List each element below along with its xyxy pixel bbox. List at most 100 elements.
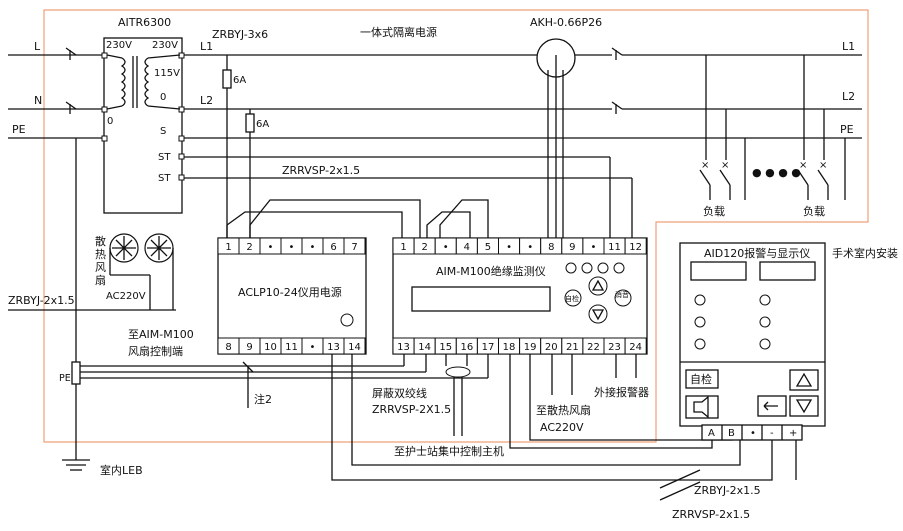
cooling-fans [8, 233, 176, 311]
mon-top-label-2: • [443, 242, 449, 253]
svg-text:×: × [701, 160, 709, 171]
mon-bottom-label-11: 24 [629, 342, 642, 353]
psu-bottom-label-6: 14 [348, 342, 361, 353]
mon-top-label-5: • [506, 242, 512, 253]
tx-0-left: 0 [107, 116, 113, 127]
panel-border [43, 9, 869, 443]
bus-l2: L2 [842, 90, 855, 103]
cable-st: ZRRVSP-2x1.5 [282, 164, 360, 177]
out-l2: L2 [200, 94, 213, 107]
display-self-test[interactable]: 自检 [690, 372, 712, 386]
top-wiring [226, 199, 489, 238]
mon-bottom-label-1: 14 [418, 342, 431, 353]
mon-bottom-label-9: 22 [587, 342, 600, 353]
disp-b: B [728, 428, 735, 439]
monitor-name: AIM-M100绝缘监测仪 [436, 264, 546, 278]
cable-bottom2: ZRRVSP-2x1.5 [672, 508, 750, 521]
fuse1: 6A [233, 75, 246, 86]
disp-minus: - [770, 428, 774, 439]
secondary-bus [184, 47, 862, 238]
mon-top-label-4: 5 [485, 242, 491, 253]
psu-bottom-label-3: 11 [285, 342, 298, 353]
load-label-1: 负载 [703, 204, 725, 218]
load-dots: ● ● ● ● [752, 166, 801, 179]
out-l1: L1 [200, 40, 213, 53]
to-fan-ac: AC220V [540, 421, 584, 434]
mon-top-label-10: 11 [608, 242, 621, 253]
fan-char-2: 热 [95, 248, 106, 261]
mon-top-cell-11 [624, 237, 647, 255]
psu-top-label-1: 2 [246, 242, 252, 253]
current-transformer [536, 38, 576, 238]
shield-cable: 屏蔽双绞线 [372, 386, 427, 400]
display-title: AID120报警与显示仪 [704, 246, 810, 260]
mon-top-label-3: 4 [464, 242, 470, 253]
psu-top-label-6: 7 [351, 242, 357, 253]
mon-top-label-1: 2 [421, 242, 427, 253]
disp-a: A [708, 428, 715, 439]
mon-bottom-label-6: 19 [524, 342, 537, 353]
mon-top-label-6: • [527, 242, 533, 253]
svg-text:×: × [721, 160, 729, 171]
cable-bottom1: ZRBYJ-2x1.5 [694, 484, 761, 497]
fan-char-4: 扇 [95, 273, 106, 287]
load-label-2: 负载 [803, 204, 825, 218]
ct-model: AKH-0.66P26 [530, 16, 602, 29]
mon-bottom-label-0: 13 [397, 342, 410, 353]
to-nurse: 至护士站集中控制主机 [394, 444, 504, 458]
mon-bottom-label-8: 21 [566, 342, 579, 353]
mon-bottom-label-5: 18 [503, 342, 516, 353]
disp-plus: + [789, 428, 797, 439]
tx-0-mid: 0 [160, 92, 166, 103]
disp-dot: • [750, 428, 756, 439]
self-test-button[interactable]: 自检 [565, 294, 579, 303]
bus-pe: PE [840, 123, 854, 136]
pe-small: PE [59, 373, 71, 384]
label-pe: PE [12, 123, 26, 136]
supply-lines [8, 47, 104, 471]
fan-ctrl: 至AIM-M100 [128, 328, 194, 341]
mon-top-label-0: 1 [400, 242, 406, 253]
display-unit [679, 242, 826, 441]
mon-bottom-label-3: 16 [460, 342, 473, 353]
tx-115v: 115V [154, 68, 180, 79]
tx-s: S [160, 126, 166, 137]
fuses [222, 55, 255, 238]
svg-text:×: × [819, 160, 827, 171]
bus-l1: L1 [842, 40, 855, 53]
svg-text:×: × [799, 160, 807, 171]
psu-top-label-5: 6 [330, 242, 336, 253]
mute-button[interactable]: 消音 [615, 290, 629, 299]
tx-st1: ST [158, 152, 171, 163]
psu-bottom-cell-6 [343, 337, 366, 355]
fan-ac: AC220V [106, 291, 146, 302]
psu-top-label-2: • [268, 242, 274, 253]
psu-bottom-label-0: 8 [225, 342, 231, 353]
pe-terminal-block [71, 361, 81, 385]
tx-230v-left: 230V [106, 40, 132, 51]
psu-bottom-label-1: 9 [246, 342, 252, 353]
psu-bottom-label-4: • [310, 342, 316, 353]
fuse2: 6A [256, 119, 269, 130]
fan-char-1: 散 [95, 234, 106, 248]
isolation-transformer [101, 37, 185, 214]
label-indoor-leb: 室内LEB [100, 463, 143, 477]
ext-alarm: 外接报警器 [594, 385, 649, 399]
cable-power: ZRBYJ-3x6 [212, 28, 268, 41]
panel-title: 一体式隔离电源 [360, 25, 437, 39]
mon-bottom-label-4: 17 [482, 342, 495, 353]
psu-top-label-0: 1 [225, 242, 231, 253]
psu-top-label-4: • [310, 242, 316, 253]
psu-bottom-label-5: 13 [327, 342, 340, 353]
note2: 注2 [254, 392, 272, 406]
fan-char-3: 风 [95, 261, 106, 274]
label-l: L [34, 40, 41, 53]
transformer-model: AITR6300 [118, 16, 171, 29]
mon-top-label-11: 12 [629, 242, 642, 253]
op-room: 手术室内安装 [832, 246, 898, 260]
